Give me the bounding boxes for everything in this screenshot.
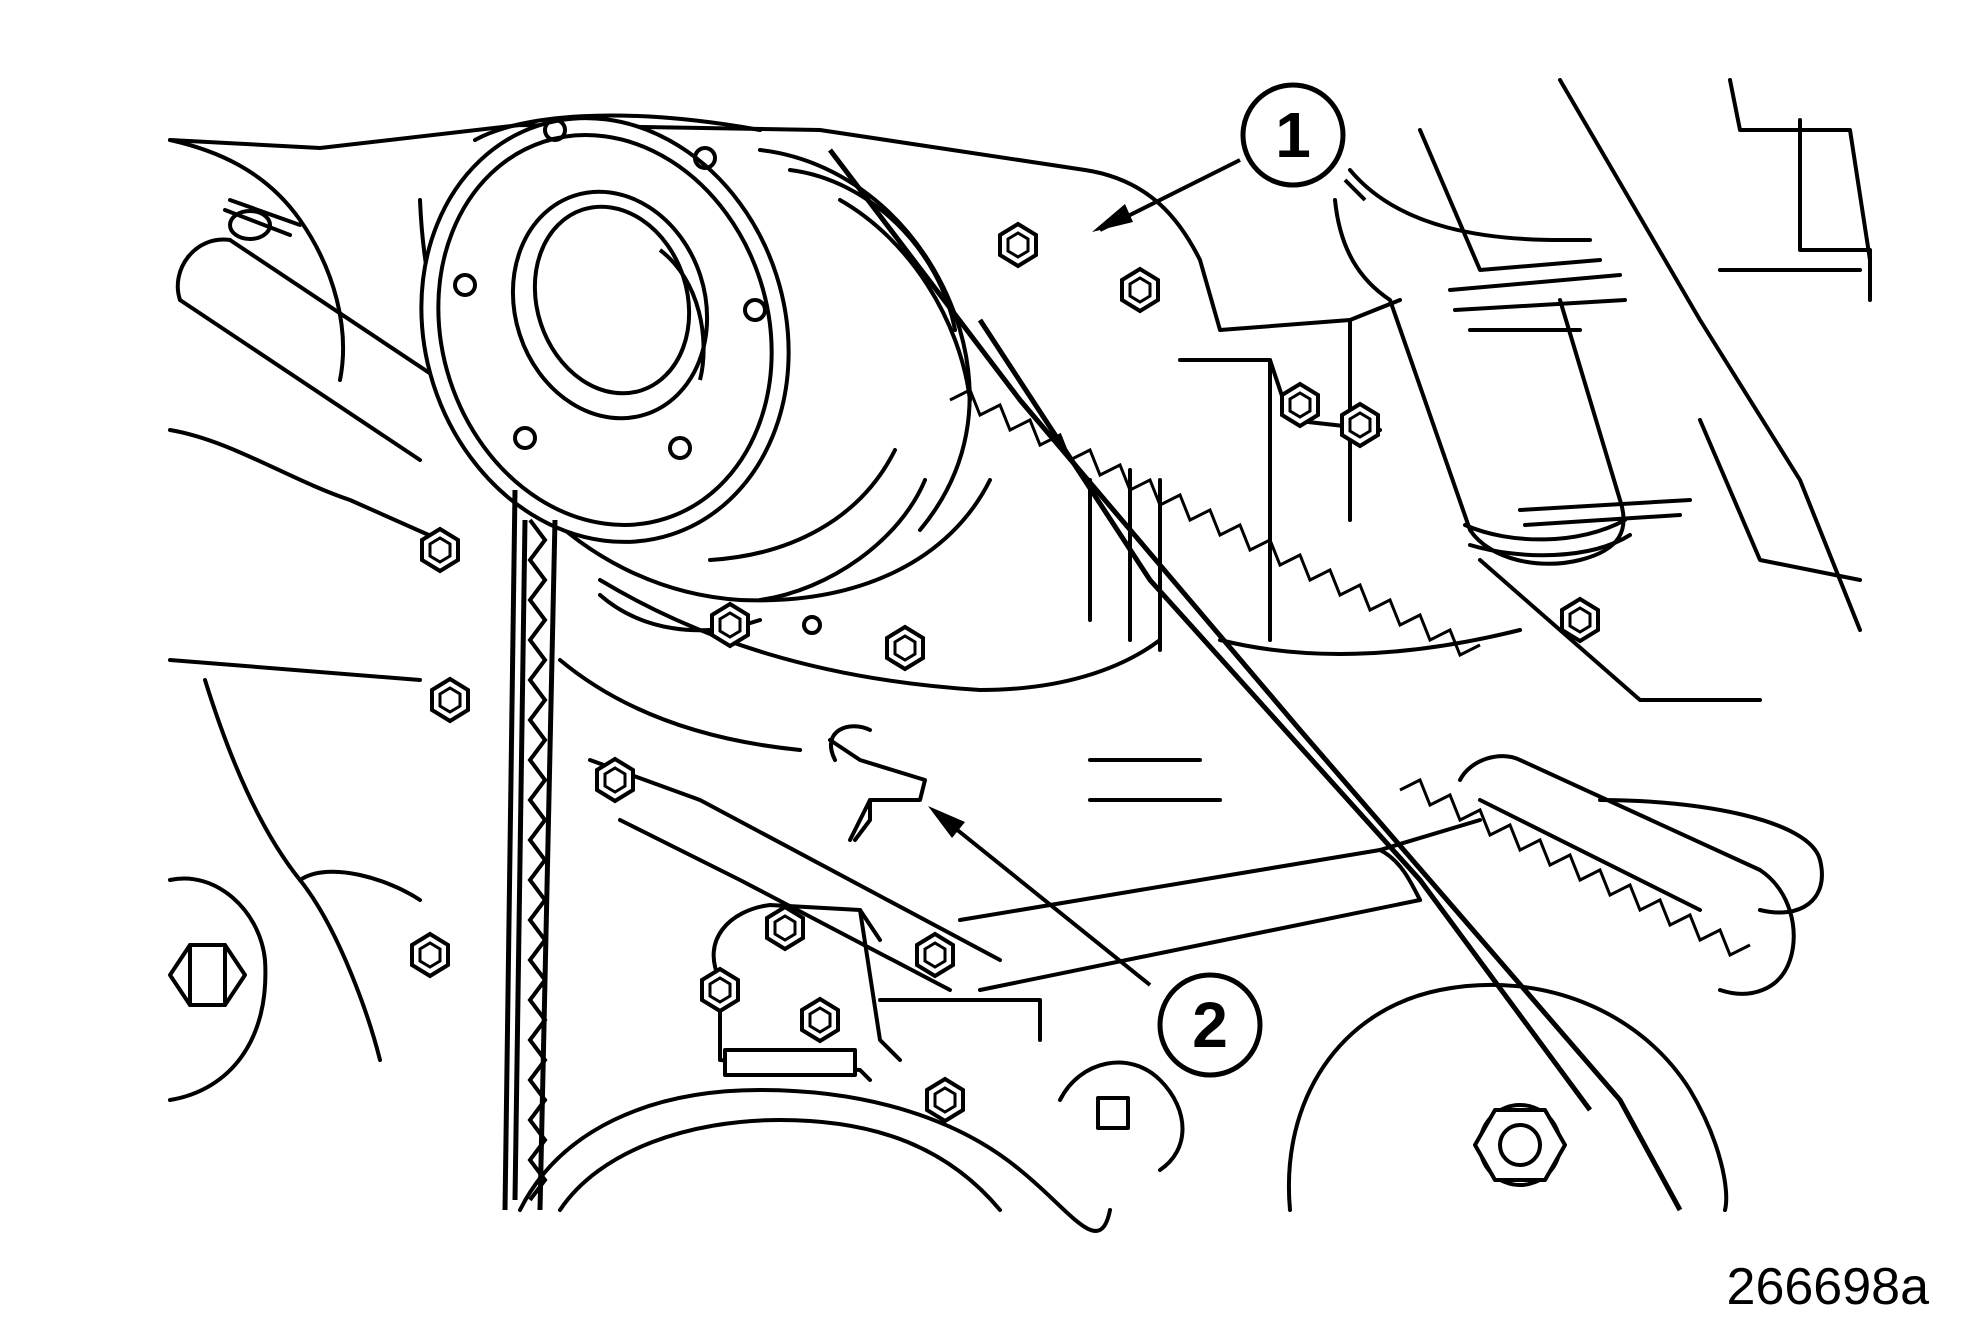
bolts [410, 222, 1600, 1123]
callout-2: 2 [928, 806, 1263, 1078]
timing-belt [502, 148, 1751, 1212]
callout-1: 1 [1092, 82, 1367, 232]
callout-1-label: 1 [1275, 99, 1311, 171]
camshaft-pulley [419, 116, 791, 544]
callout-2-label: 2 [1192, 989, 1228, 1061]
figure-id: 266698a [1726, 1258, 1929, 1316]
